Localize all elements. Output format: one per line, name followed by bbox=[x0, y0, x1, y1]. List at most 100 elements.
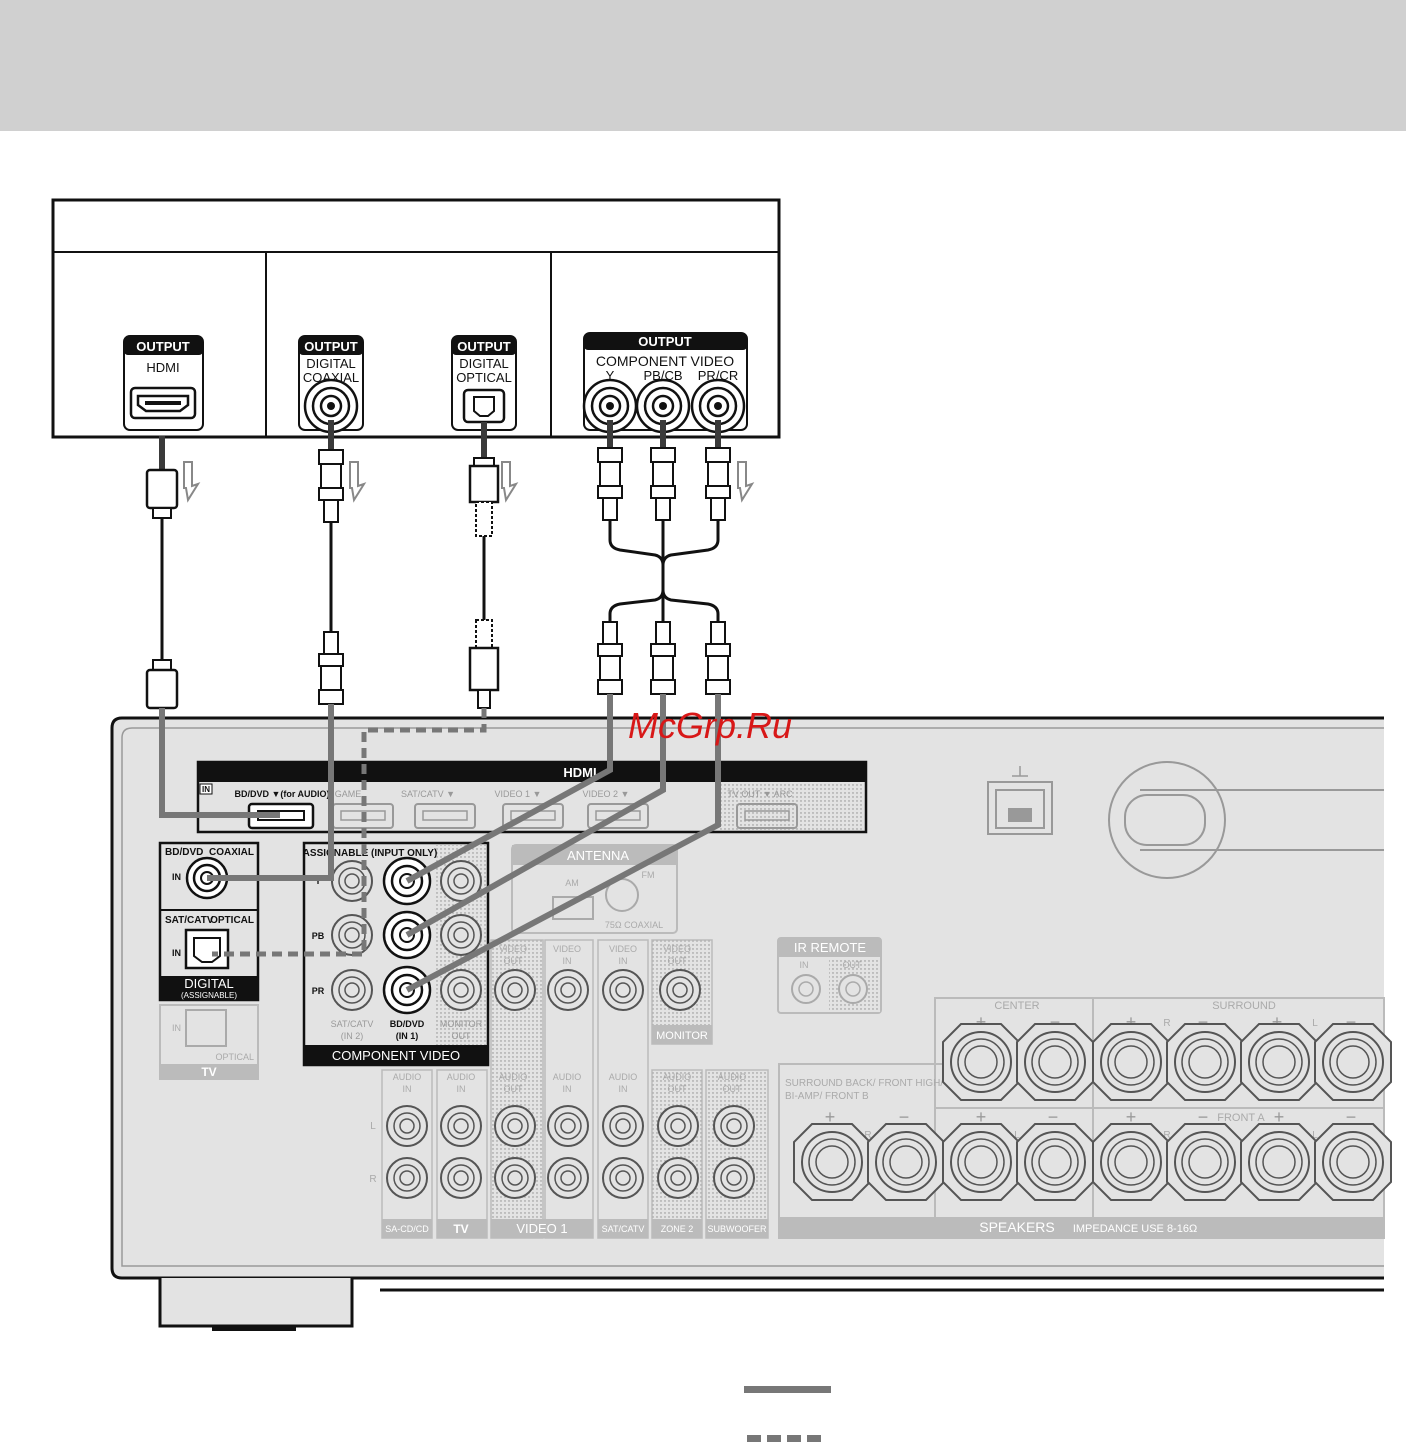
monitor-video-out-jack[interactable] bbox=[659, 969, 701, 1011]
fa-l-plus: + bbox=[1274, 1107, 1285, 1127]
hdmi-tvout-port[interactable] bbox=[736, 803, 798, 829]
subwoofer-jack-1[interactable] bbox=[713, 1105, 755, 1147]
optical-output-label1: DIGITAL bbox=[459, 356, 509, 371]
source-device: OUTPUT HDMI OUTPUT DIGITAL COAXIAL OUTPU… bbox=[51, 198, 781, 439]
digital-sat-label: SAT/CATV bbox=[165, 915, 214, 926]
monitor-label: MONITOR bbox=[656, 1030, 708, 1042]
sb-l-plus-terminal[interactable] bbox=[942, 1123, 1020, 1201]
speaker-front-a-label: FRONT A bbox=[1217, 1112, 1265, 1124]
group-satcatv: SAT/CATV bbox=[602, 1224, 645, 1234]
am-terminal[interactable] bbox=[552, 896, 594, 920]
tv-optical-block: IN OPTICAL TV bbox=[159, 1004, 259, 1080]
component-monitor-pr-jack[interactable] bbox=[440, 969, 482, 1011]
digital-title: DIGITAL bbox=[184, 976, 234, 991]
component-output-label: COMPONENT VIDEO bbox=[596, 353, 734, 369]
tv-audio-title: AUDIO bbox=[447, 1072, 476, 1082]
center-minus-terminal[interactable] bbox=[1016, 1023, 1094, 1101]
tv-optical-title: TV bbox=[201, 1065, 216, 1079]
sacd-audio-title: AUDIO bbox=[393, 1072, 422, 1082]
hdmi-sat-port[interactable] bbox=[414, 803, 476, 829]
legend-dashed-line bbox=[747, 1435, 821, 1442]
video1-out-jack[interactable] bbox=[494, 969, 536, 1011]
speakers-impedance: IMPEDANCE USE 8-16Ω bbox=[1073, 1223, 1197, 1235]
video1-audio-in-l-jack[interactable] bbox=[547, 1105, 589, 1147]
fa-r-minus: − bbox=[1198, 1107, 1209, 1127]
sacd-audio-l-jack[interactable] bbox=[386, 1105, 428, 1147]
component-in2-pr-jack[interactable] bbox=[331, 969, 373, 1011]
center-plus-terminal[interactable] bbox=[942, 1023, 1020, 1101]
sacd-audio-sub: IN bbox=[403, 1084, 412, 1094]
component-in1-label: BD/DVD bbox=[390, 1019, 425, 1029]
ir-in-jack[interactable] bbox=[791, 974, 821, 1004]
group-tv: TV bbox=[453, 1222, 468, 1236]
sat-video-in-title: VIDEO bbox=[609, 944, 637, 954]
sat-audio-l-jack[interactable] bbox=[602, 1105, 644, 1147]
surround-l-plus-terminal[interactable] bbox=[1240, 1023, 1318, 1101]
ir-out-jack[interactable] bbox=[838, 974, 868, 1004]
video1-audio-out-sub: OUT bbox=[504, 1084, 524, 1094]
component-monitor-out: OUT bbox=[452, 1031, 472, 1041]
component-monitor-pb-jack[interactable] bbox=[440, 914, 482, 956]
sb-l-plus: + bbox=[976, 1107, 987, 1127]
video1-in-jack[interactable] bbox=[547, 969, 589, 1011]
fa-r-minus-terminal[interactable] bbox=[1166, 1123, 1244, 1201]
hdmi-in-mark: IN bbox=[202, 785, 210, 794]
component-in1-sub: (IN 1) bbox=[396, 1031, 419, 1041]
wireless-antenna-icon bbox=[1108, 761, 1384, 879]
hdmi-video2-port[interactable] bbox=[587, 803, 649, 829]
digital-input-block: BD/DVD COAXIAL IN SAT/CATV OPTICAL IN DI… bbox=[158, 841, 260, 1002]
legend bbox=[744, 1386, 831, 1442]
component-in1-pr-jack[interactable] bbox=[382, 965, 432, 1015]
ir-in-label: IN bbox=[800, 960, 809, 970]
sb-r-minus-terminal[interactable] bbox=[867, 1123, 945, 1201]
ir-out-label: OUT bbox=[843, 960, 863, 970]
tv-optical-label: OPTICAL bbox=[215, 1052, 254, 1062]
video1-audio-out-l-jack[interactable] bbox=[494, 1105, 536, 1147]
sb-l-minus-terminal[interactable] bbox=[1016, 1123, 1094, 1201]
surround-l-label: L bbox=[1312, 1018, 1318, 1029]
subwoofer-jack-2[interactable] bbox=[713, 1157, 755, 1199]
tv-audio-l-jack[interactable] bbox=[440, 1105, 482, 1147]
hdmi-video2-label: VIDEO 2 ▼ bbox=[583, 789, 630, 799]
component-y-label: Y bbox=[606, 368, 615, 383]
digital-optical-label: OPTICAL bbox=[210, 915, 254, 926]
hdmi-sat-label: SAT/CATV ▼ bbox=[401, 789, 455, 799]
group-subwoofer: SUBWOOFER bbox=[707, 1224, 767, 1234]
sat-video-in-jack[interactable] bbox=[602, 969, 644, 1011]
fa-r-plus: + bbox=[1126, 1107, 1137, 1127]
surround-r-plus-terminal[interactable] bbox=[1092, 1023, 1170, 1101]
hdmi-port-icon bbox=[129, 386, 197, 420]
fa-r-plus-terminal[interactable] bbox=[1092, 1123, 1170, 1201]
optical-port-icon bbox=[462, 388, 506, 424]
fa-l-minus-terminal[interactable] bbox=[1314, 1123, 1392, 1201]
surround-r-minus-terminal[interactable] bbox=[1166, 1023, 1244, 1101]
center-plus: + bbox=[976, 1012, 987, 1032]
digital-optical-port[interactable] bbox=[184, 928, 230, 970]
surround-r-plus: + bbox=[1126, 1012, 1137, 1032]
speakers-title: SPEAKERS bbox=[979, 1219, 1054, 1235]
hdmi-output-label: HDMI bbox=[146, 360, 179, 375]
video1-audio-out-r-jack[interactable] bbox=[494, 1157, 536, 1199]
zone2-audio-l-jack[interactable] bbox=[657, 1105, 699, 1147]
video1-audio-in-r-jack[interactable] bbox=[547, 1157, 589, 1199]
sat-video-in-sub: IN bbox=[619, 956, 628, 966]
sacd-audio-r-jack[interactable] bbox=[386, 1157, 428, 1199]
sat-audio-r-jack[interactable] bbox=[602, 1157, 644, 1199]
monitor-video-title: VIDEO bbox=[663, 944, 691, 954]
sub-audio-title: AUDIO bbox=[718, 1072, 747, 1082]
optical-output-badge: OUTPUT bbox=[457, 339, 511, 354]
surround-r-minus: − bbox=[1198, 1012, 1209, 1032]
fa-l-label: L bbox=[1312, 1130, 1318, 1141]
tv-audio-r-jack[interactable] bbox=[440, 1157, 482, 1199]
sb-r-plus-terminal[interactable] bbox=[793, 1123, 871, 1201]
speaker-surround-label: SURROUND bbox=[1212, 1000, 1276, 1012]
source-coaxial-output: OUTPUT DIGITAL COAXIAL bbox=[298, 335, 364, 434]
source-component-output: OUTPUT COMPONENT VIDEO Y PB/CB PR/CR bbox=[582, 332, 748, 434]
hdmi-game-label: GAME bbox=[335, 789, 362, 799]
component-block-title: COMPONENT VIDEO bbox=[332, 1048, 460, 1063]
surround-l-minus-terminal[interactable] bbox=[1314, 1023, 1392, 1101]
hdmi-strip: HDMI IN BD/DVD ▼(for AUDIO) GAME SAT/CAT… bbox=[196, 760, 868, 834]
zone2-audio-r-jack[interactable] bbox=[657, 1157, 699, 1199]
fa-l-plus-terminal[interactable] bbox=[1240, 1123, 1318, 1201]
video1-audio-in-title: AUDIO bbox=[553, 1072, 582, 1082]
